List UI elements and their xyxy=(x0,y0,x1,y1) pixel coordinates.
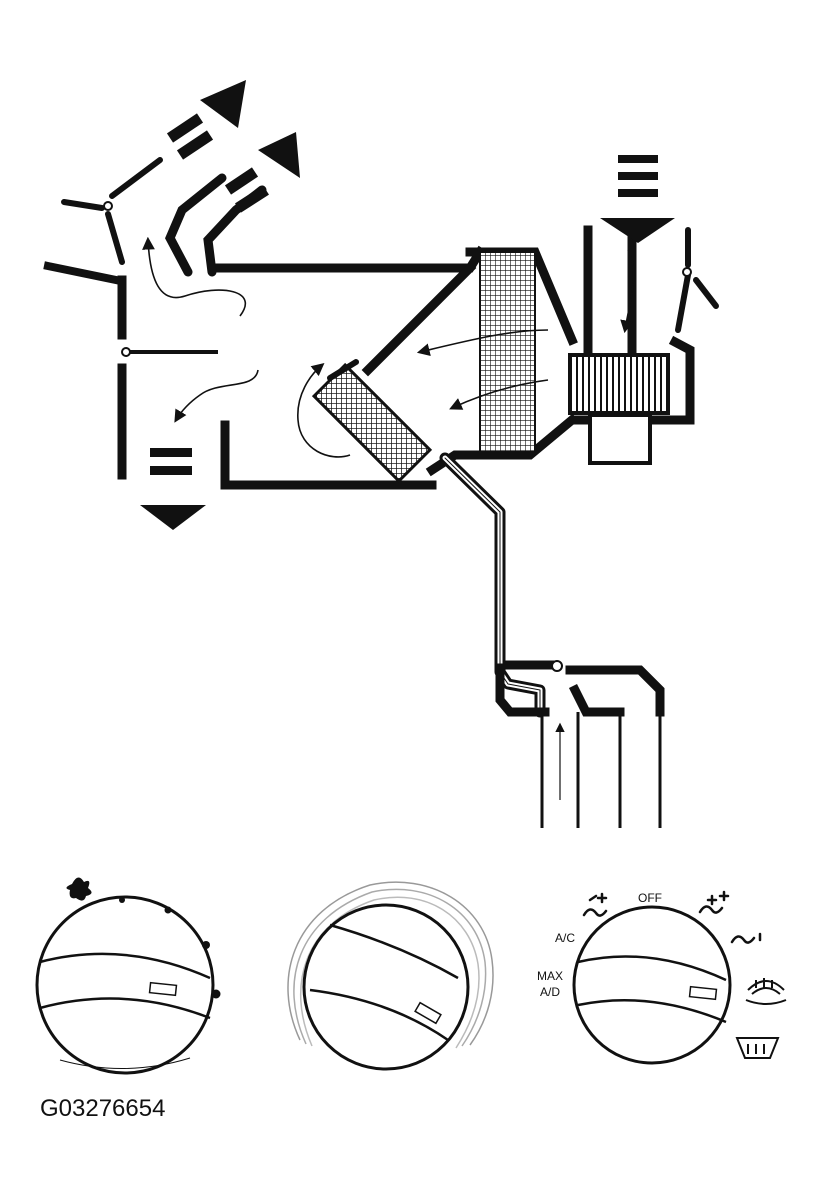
lower-lines xyxy=(540,712,662,828)
floor-panel-icon xyxy=(698,890,730,914)
lower-ducts xyxy=(495,660,665,717)
mode-label-ad: A/D xyxy=(540,985,560,999)
blower-wheel xyxy=(568,353,670,415)
figure-code: G03276654 xyxy=(40,1095,165,1122)
floor-door xyxy=(121,347,218,357)
mode-label-max: MAX xyxy=(537,969,563,983)
fan-speed-dots xyxy=(119,897,221,999)
blower-speed-knob[interactable] xyxy=(35,895,215,1075)
blend-door xyxy=(327,359,359,381)
rear-defrost-icon xyxy=(735,1037,780,1059)
defrost-icon xyxy=(745,978,787,1005)
panel-defrost-door xyxy=(61,157,163,265)
defrost-arrow-1 xyxy=(200,80,246,128)
panel-floor-icon xyxy=(582,892,608,917)
recirculation-door-icon xyxy=(675,227,719,333)
defrost-ducts xyxy=(165,173,267,277)
heater-core xyxy=(311,362,433,484)
fresh-air-inlet-arrow xyxy=(600,155,675,243)
evaporator-core xyxy=(479,251,536,453)
blower-motor xyxy=(588,413,652,465)
fan-icon xyxy=(66,877,92,901)
lower-door-pivot xyxy=(551,660,563,672)
panel-outlet-lip xyxy=(43,261,121,285)
mode-knob[interactable] xyxy=(572,905,732,1065)
control-cable xyxy=(439,452,546,718)
temperature-knob[interactable] xyxy=(287,881,494,1071)
mode-label-ac: A/C xyxy=(555,931,575,945)
defrost-outlet-segments xyxy=(166,113,269,213)
defrost-arrow-2 xyxy=(258,132,300,178)
airflow-arrows xyxy=(142,236,635,458)
mode-label-off: OFF xyxy=(638,891,662,905)
floor-outlet-arrow xyxy=(140,448,206,530)
floor-icon xyxy=(730,932,762,944)
